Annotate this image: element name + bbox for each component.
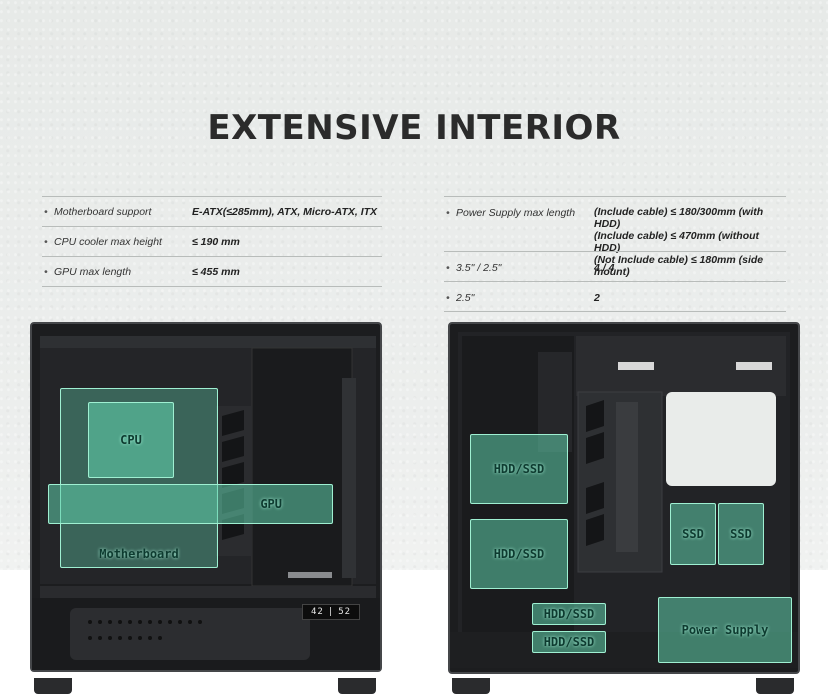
cpu-label: CPU [120,433,142,447]
hdd-ssd-zone-4: HDD/SSD [532,631,606,653]
spec-label: Power Supply max length [456,207,576,219]
spec-label: Motherboard support [54,206,152,218]
bullet-icon: • [446,292,450,304]
gpu-label: GPU [260,497,282,511]
hdd-ssd-label: HDD/SSD [543,635,595,649]
spec-value: E-ATX(≤285mm), ATX, Micro-ATX, ITX [192,206,378,218]
ssd-label: SSD [730,527,752,541]
spec-row-gpu-length: • GPU max length ≤ 455 mm [42,256,382,287]
bullet-icon: • [44,266,48,278]
hdd-ssd-label: HDD/SSD [493,547,545,561]
lcd-value-left: 42 [310,607,324,617]
gpu-zone: GPU [48,484,333,524]
spec-value: ≤ 455 mm [192,266,240,278]
spec-value-line: (Include cable) ≤ 180/300mm (with HDD) [594,206,764,230]
hdd-ssd-label: HDD/SSD [543,607,595,621]
spec-value: ≤ 190 mm [192,236,240,248]
ssd-zone-1: SSD [670,503,716,565]
bullet-icon: • [44,206,48,218]
spec-value-line: (Not Include cable) ≤ 180mm (side mount) [594,254,764,278]
case-foot [756,678,794,694]
case-foot [338,678,376,694]
power-supply-label: Power Supply [681,623,769,637]
page-title: EXTENSIVE INTERIOR [207,108,621,148]
bullet-icon: • [44,236,48,248]
bullet-icon: • [446,207,450,219]
spec-value: 2 [594,292,600,304]
hdd-ssd-label: HDD/SSD [493,462,545,476]
spec-label: 2.5" [456,292,475,304]
ssd-zone-2: SSD [718,503,764,565]
spec-row-3-5-drive: • 3.5" / 2.5" 4 / 4 [444,251,786,281]
case-foot [452,678,490,694]
hdd-ssd-zone-3: HDD/SSD [532,603,606,625]
spec-label: 3.5" / 2.5" [456,262,502,274]
right-spec-table: • Power Supply max length (Include cable… [444,196,786,312]
spec-row-motherboard: • Motherboard support E-ATX(≤285mm), ATX… [42,196,382,226]
case-foot [34,678,72,694]
left-spec-table: • Motherboard support E-ATX(≤285mm), ATX… [42,196,382,287]
cpu-zone: CPU [88,402,174,478]
spec-row-2-5-drive: • 2.5" 2 [444,281,786,312]
bullet-icon: • [446,262,450,274]
spec-row-cpu-cooler: • CPU cooler max height ≤ 190 mm [42,226,382,256]
power-supply-zone: Power Supply [658,597,792,663]
spec-label: CPU cooler max height [54,236,162,248]
motherboard-label: Motherboard [99,547,179,561]
spec-label: GPU max length [54,266,132,278]
ssd-label: SSD [682,527,704,541]
hdd-ssd-zone-1: HDD/SSD [470,434,568,504]
spec-value: 4 / 4 [594,262,615,274]
lcd-value-right: 52 [338,607,352,617]
spec-row-power-supply: • Power Supply max length (Include cable… [444,196,786,278]
temperature-display: 42 | 52 [302,604,360,620]
hdd-ssd-zone-2: HDD/SSD [470,519,568,589]
